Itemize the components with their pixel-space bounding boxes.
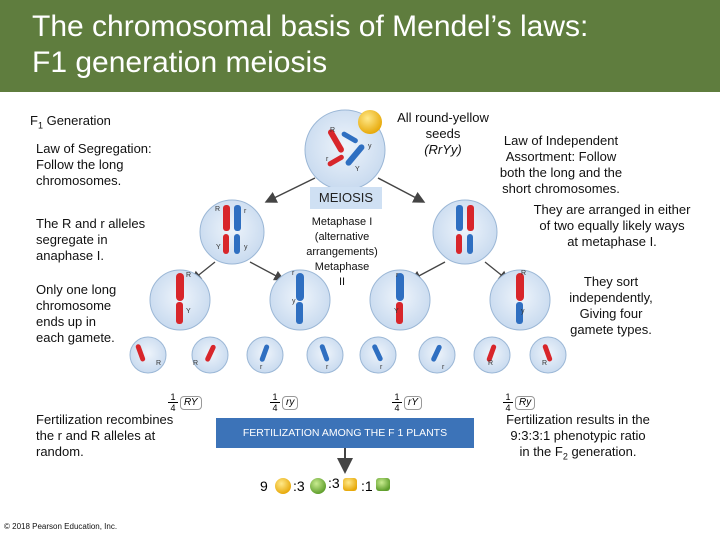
round-green-seed-icon	[310, 478, 326, 494]
allele-label: r	[380, 364, 383, 371]
ratio-9: 9	[260, 478, 268, 494]
alleles-segregate-text: The R and r alleles segregate in anaphas…	[36, 216, 146, 263]
title-line-2: F1 generation meiosis	[32, 46, 328, 79]
allele-label: R	[193, 360, 199, 367]
allele-label: R	[521, 270, 527, 277]
one-chromosome-text: Only one long chromosome ends up in each…	[36, 282, 117, 345]
wrinkled-green-seed-icon	[376, 478, 390, 491]
ratio-3b: :3	[328, 475, 340, 491]
gamete-type-3: rY	[404, 396, 422, 410]
metaphase-ii-cell-1	[149, 269, 211, 331]
gamete-type-2: ry	[282, 396, 299, 410]
allele-label: y	[521, 308, 525, 315]
metaphase-i-left-cell	[199, 199, 265, 265]
allele-label: Y	[355, 166, 360, 173]
allele-label: r	[442, 364, 445, 371]
allele-label: r	[326, 156, 329, 163]
allele-label: R	[215, 206, 221, 213]
two-arrangements-text: They are arranged in either of two equal…	[533, 202, 691, 249]
law-of-segregation-text: Law of Segregation: Follow the long chro…	[36, 141, 152, 188]
allele-label: R	[156, 360, 162, 367]
allele-label: r	[396, 272, 399, 279]
fertilization-recombines-text: Fertilization recombines the r and R all…	[36, 412, 174, 459]
metaphase-ii-cell-3	[369, 269, 431, 331]
allele-label: R	[542, 360, 548, 367]
gamete-cells	[129, 336, 567, 374]
allele-label: y	[244, 244, 248, 251]
allele-label: y	[292, 298, 296, 305]
f1-generation-label: F1 Generation	[30, 113, 111, 131]
allele-label: Y	[186, 308, 191, 315]
gamete-type-1: RY	[180, 396, 202, 410]
fertilization-box: FERTILIZATION AMONG THE F 1 PLANTS	[216, 418, 474, 448]
sort-independently-text: They sort independently, Giving four gam…	[569, 274, 653, 337]
allele-label: y	[368, 143, 372, 150]
ratio-3a: :3	[293, 478, 305, 494]
metaphase-i-right-cell	[432, 199, 498, 265]
title-line-1: The chromosomal basis of Mendel’s laws:	[32, 10, 589, 43]
meiosis-label: MEIOSIS	[310, 187, 382, 209]
allele-label: R	[186, 272, 192, 279]
allele-label: r	[292, 270, 295, 277]
allele-label: R	[488, 360, 494, 367]
metaphase-ii-cell-4	[489, 269, 551, 331]
round-yellow-seeds-text: All round-yellow seeds (RrYy)	[397, 110, 489, 157]
allele-label: Y	[216, 244, 221, 251]
allele-label: r	[326, 364, 329, 371]
title-banner: The chromosomal basis of Mendel’s laws: …	[0, 0, 720, 92]
allele-label: Y	[394, 308, 399, 315]
allele-label: r	[244, 208, 247, 215]
copyright-text: © 2018 Pearson Education, Inc.	[4, 522, 118, 531]
fertilization-results-text: Fertilization results in the 9:3:3:1 phe…	[506, 412, 650, 462]
meiosis-diagram	[129, 109, 567, 494]
allele-label: R	[330, 127, 336, 134]
round-yellow-seed-icon	[275, 478, 291, 494]
allele-label: r	[260, 364, 263, 371]
metaphase-label: Metaphase I (alternative arrangements) M…	[306, 216, 378, 288]
wrinkled-yellow-seed-icon	[343, 478, 357, 491]
round-yellow-seed-icon	[358, 110, 382, 134]
law-of-independent-assortment-text: Law of Independent Assortment: Follow bo…	[499, 133, 623, 196]
gamete-type-4: Ry	[515, 396, 536, 410]
metaphase-ii-cell-2	[269, 269, 331, 331]
ratio-1: :1	[361, 478, 373, 494]
